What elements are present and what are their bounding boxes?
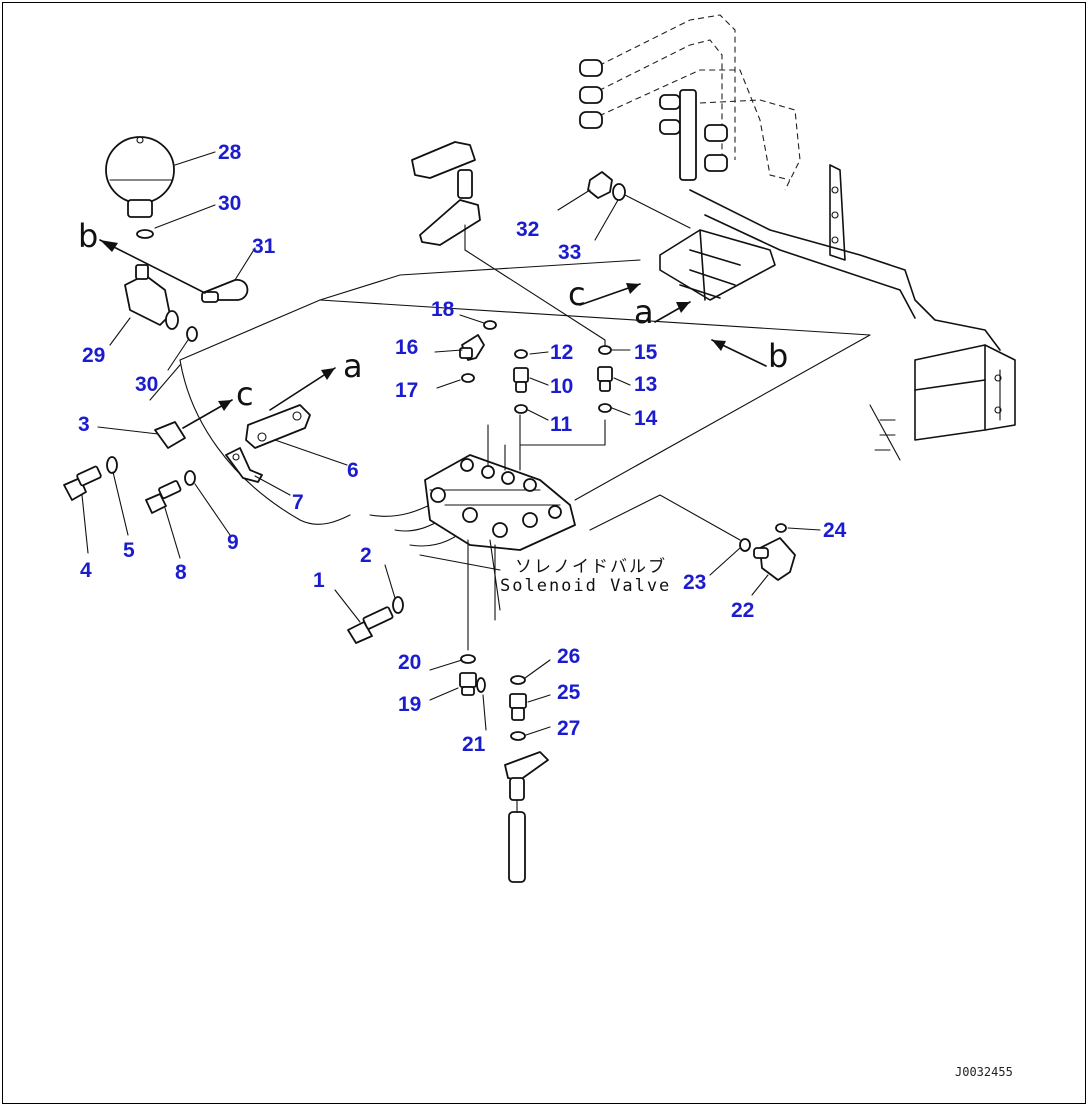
callout-17: 17	[395, 379, 419, 402]
leader-lines	[81, 151, 821, 736]
connector-10	[513, 367, 529, 393]
direction-letter-b-right: b	[768, 337, 789, 375]
direction-letter-c-right: c	[568, 275, 586, 313]
o-ring-17	[461, 373, 475, 383]
callout-15: 15	[634, 341, 658, 364]
connector-13	[597, 366, 613, 392]
o-ring-30-bottom	[186, 326, 198, 342]
callout-23: 23	[683, 571, 707, 594]
washer-33	[612, 183, 626, 201]
callout-30-bottom: 30	[135, 373, 159, 396]
callout-1: 1	[313, 569, 325, 592]
callout-33: 33	[558, 241, 582, 264]
direction-letter-a-right: a	[634, 293, 654, 331]
direction-arrows	[99, 239, 767, 429]
callout-31: 31	[252, 235, 276, 258]
o-ring-20	[460, 654, 476, 664]
o-ring-11	[514, 404, 528, 414]
washer-2	[392, 596, 404, 614]
o-ring-18	[483, 320, 497, 330]
o-ring-12	[514, 349, 528, 359]
callout-20: 20	[398, 651, 422, 674]
callout-25: 25	[557, 681, 581, 704]
callout-11: 11	[550, 413, 573, 436]
callout-12: 12	[550, 341, 574, 364]
connector-19	[459, 672, 477, 696]
solenoid-valve-label-english: Solenoid Valve	[500, 576, 672, 596]
callout-19: 19	[398, 693, 422, 716]
callout-13: 13	[634, 373, 658, 396]
callout-6: 6	[347, 459, 359, 482]
callout-2: 2	[360, 544, 372, 567]
drawing-code: J0032455	[955, 1065, 1013, 1079]
callout-26: 26	[557, 645, 581, 668]
connector-25	[509, 693, 527, 721]
elbow-16	[459, 334, 485, 361]
callout-27: 27	[557, 717, 581, 740]
callout-14: 14	[634, 407, 658, 430]
o-ring-21	[476, 677, 486, 693]
callout-32: 32	[516, 218, 540, 241]
block-3	[154, 421, 186, 449]
hydraulic-pipes	[411, 14, 801, 347]
o-ring-15	[598, 345, 612, 355]
callout-30-top: 30	[218, 192, 242, 215]
washer-9	[184, 470, 196, 486]
direction-letter-b: b	[78, 217, 99, 255]
solenoid-valve-block	[424, 414, 606, 651]
o-ring-23	[739, 538, 751, 552]
nut-32	[587, 171, 613, 199]
callout-9: 9	[227, 531, 239, 554]
callout-3: 3	[78, 413, 90, 436]
bolt-8	[145, 480, 182, 514]
accumulator	[105, 136, 175, 218]
callout-29: 29	[82, 344, 106, 367]
callout-4: 4	[80, 559, 92, 582]
outline-dashed	[149, 259, 871, 571]
elbow-fitting-29	[124, 264, 179, 330]
direction-letter-c: c	[236, 375, 254, 413]
callout-21: 21	[462, 733, 486, 756]
o-ring-24	[775, 523, 787, 533]
callout-24: 24	[823, 519, 847, 542]
direction-letter-a: a	[343, 347, 363, 385]
solenoid-valve-label-japanese: ソレノイドバルブ	[515, 557, 667, 577]
o-ring-27	[510, 731, 526, 741]
o-ring-14	[598, 403, 612, 413]
o-ring-30-top	[136, 229, 154, 239]
callout-7: 7	[292, 491, 304, 514]
callout-18: 18	[431, 298, 455, 321]
clip-31	[201, 279, 249, 303]
bolt-4	[63, 465, 102, 501]
o-ring-26	[510, 675, 526, 685]
chassis-frame	[659, 164, 1016, 461]
elbow-22	[753, 537, 796, 581]
hose-lower	[504, 751, 549, 883]
washer-5	[106, 456, 118, 474]
bracket-7	[225, 447, 263, 483]
callout-22: 22	[731, 599, 755, 622]
bolt-1	[347, 606, 394, 644]
plate-6	[245, 404, 311, 449]
callout-8: 8	[175, 561, 187, 584]
callout-28: 28	[218, 141, 242, 164]
callout-16: 16	[395, 336, 419, 359]
callout-10: 10	[550, 375, 574, 398]
callout-5: 5	[123, 539, 135, 562]
